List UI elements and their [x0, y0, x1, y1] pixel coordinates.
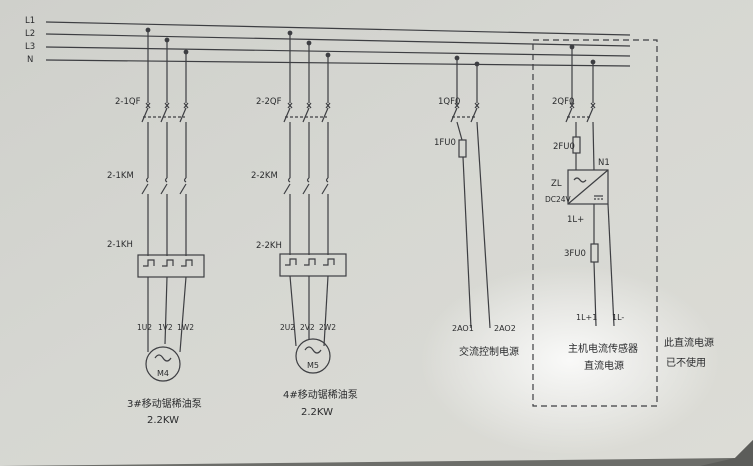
table-edge	[700, 440, 753, 466]
dc-supply-label-line1: 主机电流传感器	[568, 342, 638, 355]
circuit-2-relay-label: 2-2KH	[256, 241, 282, 251]
circuit-1-contactor-label: 2-1KM	[107, 171, 134, 181]
ac-supply-wiring	[450, 55, 491, 329]
circuit-2-terminal-v: 2V2	[300, 323, 315, 332]
bus-line-l1	[45, 21, 631, 36]
circuit-2-motor-id: M5	[307, 361, 319, 370]
ac-breaker-label: 1QF0	[438, 97, 460, 107]
ac-terminal-2: 2AO2	[494, 324, 516, 333]
dc-supply-wiring	[532, 39, 658, 407]
circuit-1-terminal-w: 1W2	[177, 323, 194, 332]
dc-terminal-minus: 1L-	[612, 313, 624, 322]
circuit-1-terminal-v: 1V2	[158, 323, 173, 332]
circuit-2-terminal-w: 2W2	[319, 323, 336, 332]
light-glare	[420, 265, 720, 455]
dc-module-voltage: DC24V	[545, 195, 572, 204]
dc-output-label: 1L+	[567, 215, 584, 225]
dc-module-id: N1	[598, 158, 610, 168]
bus-label-l1: L1	[25, 16, 35, 26]
ac-fuse-label: 1FU0	[434, 138, 456, 148]
circuit-2-terminal-u: 2U2	[280, 323, 295, 332]
dc-terminal-plus: 1L+1	[576, 313, 597, 322]
note-line2: 已不使用	[666, 356, 706, 369]
circuit-2-breaker-label: 2-2QF	[256, 97, 282, 107]
circuit-1-power: 2.2KW	[147, 415, 179, 426]
dc-supply-label-line2: 直流电源	[584, 359, 624, 372]
circuit-1-breaker-label: 2-1QF	[115, 97, 141, 107]
dc-fuse-top-label: 2FU0	[553, 142, 575, 152]
circuit-1-relay-label: 2-1KH	[107, 240, 133, 250]
dc-fuse-bottom-label: 3FU0	[564, 249, 586, 259]
circuit-1-motor-id: M4	[157, 369, 169, 378]
circuit-2-contactor-label: 2-2KM	[251, 171, 278, 181]
circuit-1-terminal-u: 1U2	[137, 323, 152, 332]
circuit-1-wiring	[137, 27, 205, 382]
dc-breaker-label: 2QF0	[552, 97, 574, 107]
dc-supply-boundary	[532, 39, 658, 407]
circuit-2-power: 2.2KW	[301, 407, 333, 418]
note-line1: 此直流电源	[664, 336, 714, 349]
circuit-1-name: 3#移动锯稀油泵	[127, 397, 202, 410]
circuit-2-wiring	[279, 30, 347, 374]
circuit-2-name: 4#移动锯稀油泵	[283, 388, 358, 401]
ac-terminal-1: 2AO1	[452, 324, 474, 333]
bus-label-l2: L2	[25, 29, 35, 39]
bus-label-n: N	[27, 55, 33, 65]
dc-module-type: ZL	[551, 179, 562, 189]
bus-label-l3: L3	[25, 42, 35, 52]
ac-supply-label: 交流控制电源	[459, 345, 519, 358]
